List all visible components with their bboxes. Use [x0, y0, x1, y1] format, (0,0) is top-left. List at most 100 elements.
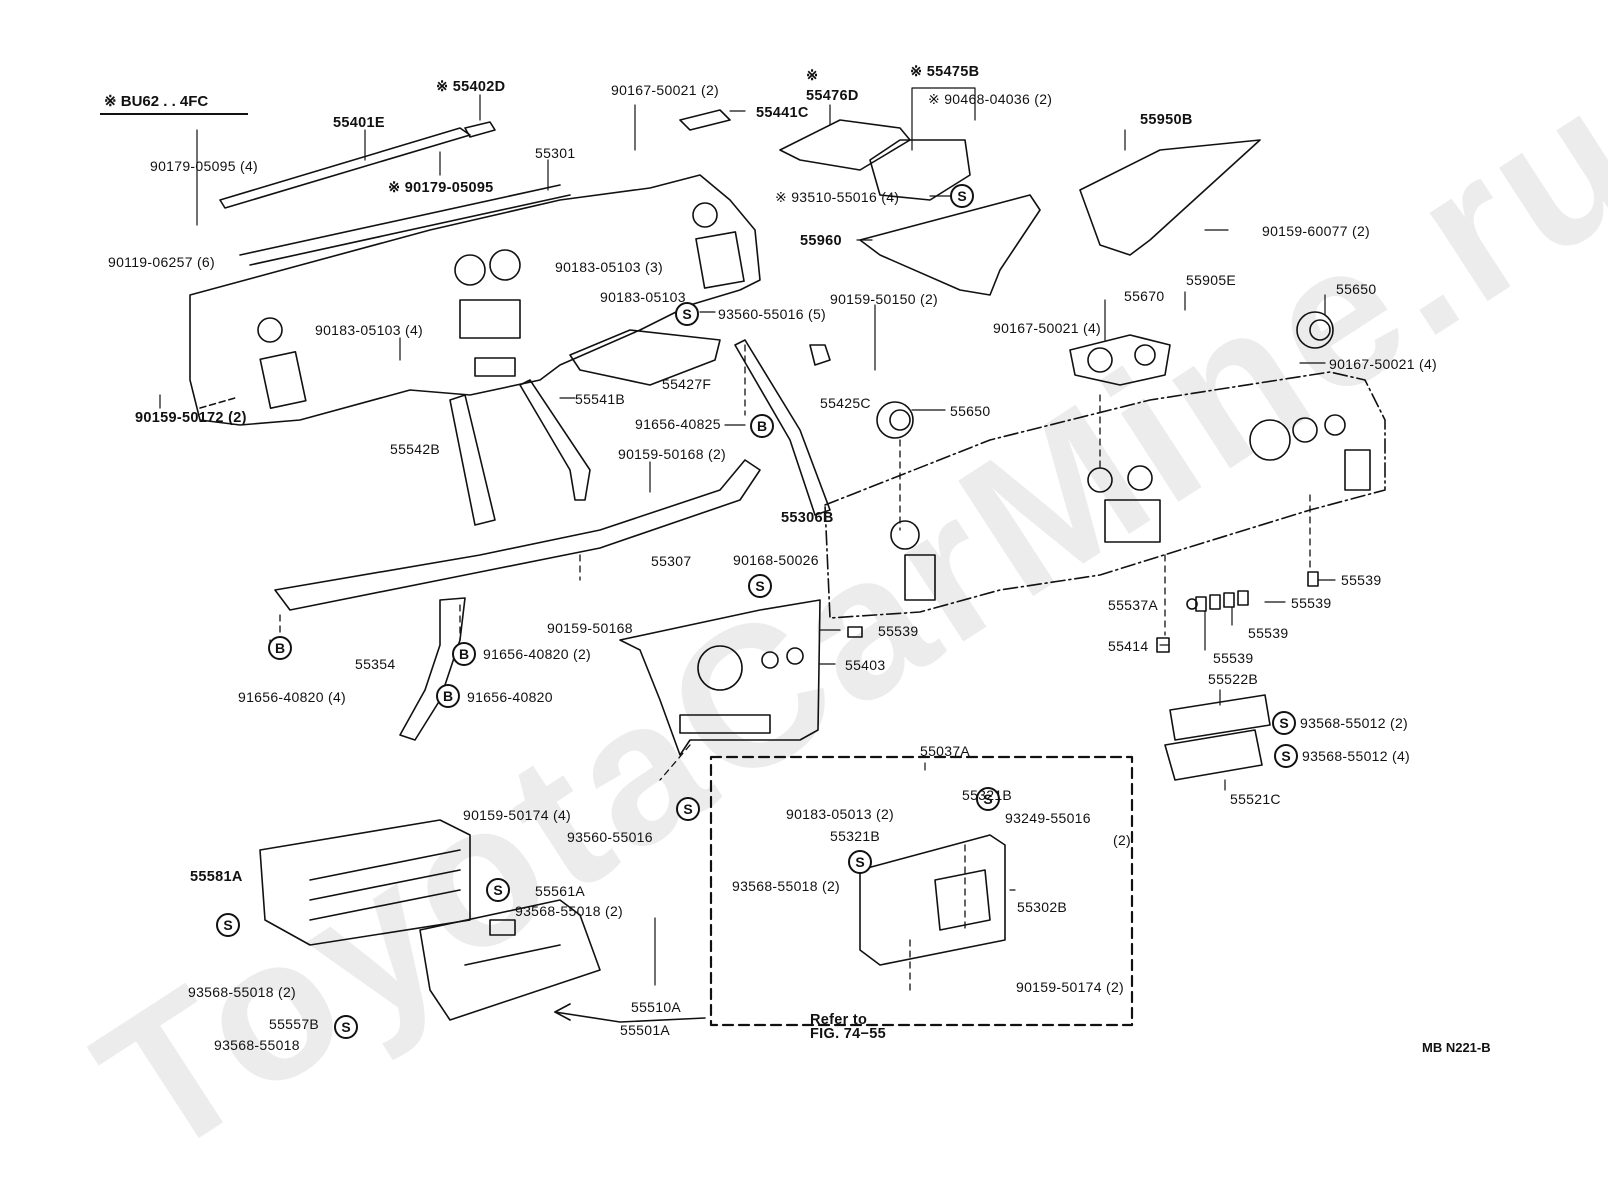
part-label: 55650 [950, 403, 991, 419]
bracket-55541B [519, 379, 591, 501]
part-label: 93560-55016 [567, 829, 653, 845]
part-label: 93568-55018 [214, 1037, 300, 1053]
part-55475B [869, 139, 971, 201]
part-label: 55307 [651, 553, 692, 569]
part-55441C [679, 109, 731, 131]
part-label: 55510A [631, 999, 682, 1015]
part-label: 55557B [269, 1016, 320, 1032]
part-label: 55403 [845, 657, 886, 673]
part-label: 93568-55012 (2) [1300, 715, 1409, 731]
part-label: 55301 [535, 145, 576, 161]
part-label: 55522B [1208, 671, 1259, 687]
s-symbol: S [950, 184, 974, 208]
part-label: ※ 90179-05095 [388, 180, 494, 196]
part-label: 55354 [355, 656, 396, 672]
part-label: 55960 [800, 233, 842, 249]
part-label: ※ 90468-04036 (2) [928, 91, 1053, 107]
bracket-55306B [734, 339, 831, 516]
part-label: 90183-05013 (2) [786, 806, 895, 822]
part-label: 90159-50168 (2) [618, 446, 727, 462]
part-label: 90179-05095 (4) [150, 158, 259, 174]
trim-strip [219, 121, 496, 209]
part-label: 91656-40820 (4) [238, 689, 347, 705]
cluster-bezel-55403 [619, 599, 821, 756]
part-label: 55539 [1341, 572, 1382, 588]
part-label: 55414 [1108, 638, 1149, 654]
part-label: 90159-50168 [547, 620, 633, 636]
s-symbol: S [216, 913, 240, 937]
part-label: 55950B [1140, 112, 1193, 128]
part-label: 90183-05103 [600, 289, 686, 305]
assembly-box-55037A [709, 755, 1134, 1027]
b-symbol: B [436, 684, 460, 708]
arrow-line [554, 1011, 706, 1023]
part-label: 55539 [1248, 625, 1289, 641]
part-55950B [1079, 139, 1261, 256]
part-label: 55321B [830, 828, 881, 844]
s-symbol: S [1272, 711, 1296, 735]
s-symbol: S [676, 797, 700, 821]
part-55302B [859, 834, 1006, 966]
s-symbol: S [1274, 744, 1298, 768]
diagram-drawing [159, 87, 1386, 1027]
part-label: 55539 [1291, 595, 1332, 611]
part-label: 93568-55018 (2) [515, 903, 624, 919]
s-symbol: S [848, 850, 872, 874]
part-label: 55401E [333, 115, 385, 131]
refer-note: Refer to FIG. 74−55 [810, 1012, 886, 1042]
part-label: 55302B [1017, 899, 1068, 915]
leader-lines [159, 87, 1336, 986]
part-label: 55501A [620, 1022, 671, 1038]
part-label: 55425C [820, 395, 871, 411]
part-label: 55037A [920, 743, 971, 759]
part-label: (2) [1113, 832, 1132, 848]
b-symbol: B [268, 636, 292, 660]
part-label: 91656-40820 [467, 689, 553, 705]
figure-code: MB N221-B [1422, 1040, 1491, 1055]
part-label: 90167-50021 (4) [993, 320, 1102, 336]
bracket-55354 [399, 597, 466, 741]
part-label: 55541B [575, 391, 626, 407]
part-label: 90167-50021 (2) [611, 82, 720, 98]
part-label: 90159-50150 (2) [830, 291, 939, 307]
part-label: ※ 93510-55016 (4) [775, 189, 900, 205]
applicability-note: ※ BU62 . . 4FC [104, 93, 209, 110]
part-55650-upper [1296, 311, 1334, 349]
part-label: 90159-60077 (2) [1262, 223, 1371, 239]
s-symbol: S [748, 574, 772, 598]
part-label: 55306B [781, 510, 834, 526]
part-label: ※ [806, 68, 819, 84]
part-label: 93249-55016 [1005, 810, 1091, 826]
part-55427F [569, 329, 721, 386]
part-label: 55905E [1186, 272, 1237, 288]
dashboard-panel-upper [189, 174, 761, 426]
part-label: 55441C [756, 105, 809, 121]
part-55476D [779, 119, 911, 171]
part-label: 93568-55018 (2) [188, 984, 297, 1000]
part-label: 90119-06257 (6) [108, 254, 215, 270]
part-55670 [1069, 334, 1171, 386]
part-label: 55539 [878, 623, 919, 639]
s-symbol: S [334, 1015, 358, 1039]
part-label: 91656-40820 (2) [483, 646, 592, 662]
part-label: 93568-55012 (4) [1302, 748, 1411, 764]
part-label: ※ 55402D [436, 79, 506, 95]
s-symbol: S [486, 878, 510, 902]
part-label: 55539 [1213, 650, 1254, 666]
part-label: 90167-50021 (4) [1329, 356, 1438, 372]
part-55521C [1164, 729, 1263, 781]
switch-blanks [847, 571, 1319, 653]
part-label: 55476D [806, 88, 859, 104]
part-label: 91656-40825 [635, 416, 721, 432]
part-55522B [1169, 694, 1271, 741]
s-symbol: S [976, 787, 1000, 811]
part-label: 55521C [1230, 791, 1281, 807]
part-label: ※ 55475B [910, 64, 980, 80]
part-label: 55561A [535, 883, 586, 899]
part-55960 [859, 194, 1041, 296]
part-label: 93568-55018 (2) [732, 878, 841, 894]
note-underline [100, 113, 248, 115]
glovebox-door-55501A [419, 899, 601, 1021]
parts-diagram: ToyotaCarMine.ru [62, 42, 1608, 1199]
b-symbol: B [750, 414, 774, 438]
